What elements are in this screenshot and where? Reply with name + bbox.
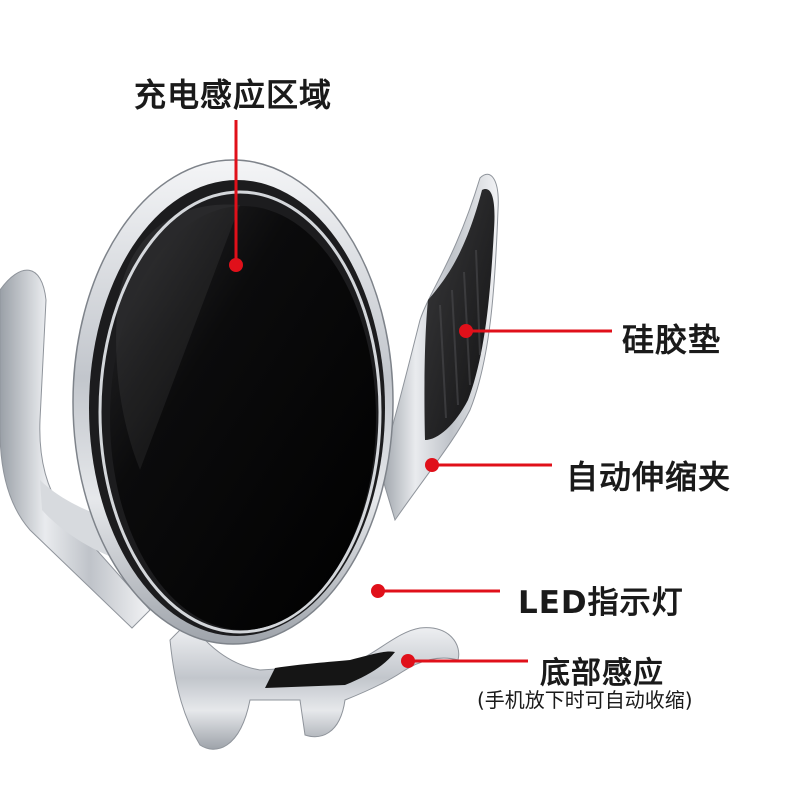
led-indicator-label: LED指示灯 [518, 585, 684, 621]
bottom-cradle-rubber [265, 651, 395, 688]
callout-bottom [401, 654, 528, 668]
callout-clamp [425, 458, 552, 472]
body-inner-rim [98, 190, 382, 634]
glass-face [110, 206, 376, 630]
auto-clamp-label: 自动伸缩夹 [566, 458, 732, 496]
charge-area-label: 充电感应区域 [134, 76, 333, 114]
bottom-sensor-label: 底部感应 [540, 656, 664, 691]
silicone-pad [424, 189, 495, 440]
callout-led [371, 584, 500, 598]
silicone-pad-label: 硅胶垫 [622, 321, 722, 359]
glass-reflection [116, 204, 240, 470]
bottom-sensor-note: (手机放下时可自动收缩) [477, 688, 693, 712]
callout-charge [229, 120, 243, 272]
callout-silicone [459, 324, 612, 338]
